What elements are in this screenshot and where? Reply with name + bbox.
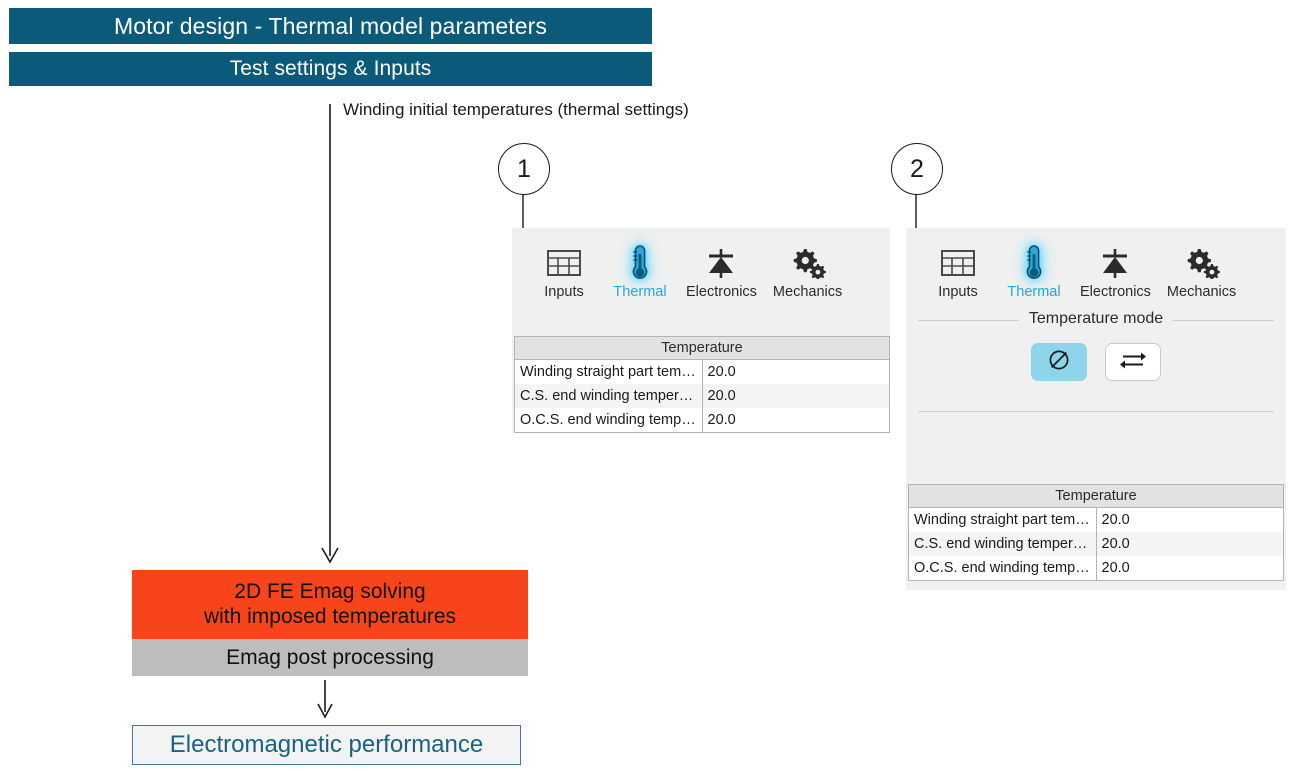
tab-thermal-label: Thermal (1007, 284, 1061, 300)
row-value[interactable]: 20.0 (701, 384, 890, 408)
flow-box-solving-line2: with imposed temperatures (203, 604, 457, 628)
flow-box-solving-line1: 2D FE Emag solving (234, 579, 426, 603)
row-label: O.C.S. end winding temperature (°C) (514, 408, 703, 433)
tab-electronics[interactable]: Electronics (1072, 240, 1159, 306)
table-header-row: Temperature (514, 336, 890, 360)
row-label: C.S. end winding temperature (°C) (514, 384, 703, 408)
row-label: Winding straight part temperature (… (908, 507, 1097, 532)
tab-mechanics[interactable]: Mechanics (1159, 240, 1244, 306)
tab-strip-2: Inputs Thermal (906, 228, 1286, 306)
flow-box-result: Electromagnetic performance (132, 725, 521, 765)
flow-annotation-label: Winding initial temperatures (thermal se… (343, 100, 689, 119)
tab-thermal-label: Thermal (613, 284, 667, 300)
callout-marker-2: 2 (891, 143, 943, 195)
tab-inputs[interactable]: Inputs (526, 240, 602, 306)
flow-box-solving: 2D FE Emag solving with imposed temperat… (132, 570, 528, 639)
table-row[interactable]: O.C.S. end winding temperature (°C) 20.0 (514, 408, 890, 433)
variable-temperature-mode-button[interactable] (1105, 343, 1161, 381)
temperature-mode-legend: Temperature mode (1018, 310, 1174, 328)
bidirectional-arrows-icon (1119, 348, 1147, 377)
diode-icon (704, 244, 738, 282)
thermometer-icon (630, 244, 650, 282)
table-row[interactable]: Winding straight part temperature (… 20.… (908, 507, 1284, 532)
uniform-temperature-mode-button[interactable] (1031, 343, 1087, 381)
tab-mechanics[interactable]: Mechanics (765, 240, 850, 306)
row-label: C.S. end winding temperature (°C) (908, 532, 1097, 556)
page-title: Motor design - Thermal model parameters (9, 8, 652, 44)
tab-inputs[interactable]: Inputs (920, 240, 996, 306)
tab-mechanics-label: Mechanics (772, 284, 843, 300)
subtitle-banner: Test settings & Inputs (9, 52, 652, 86)
table-grid-icon (547, 244, 581, 282)
table-row[interactable]: C.S. end winding temperature (°C) 20.0 (514, 384, 890, 408)
row-value[interactable]: 20.0 (701, 408, 890, 433)
row-label: O.C.S. end winding temperature (°C) (908, 556, 1097, 581)
row-value[interactable]: 20.0 (701, 359, 890, 384)
tab-thermal[interactable]: Thermal (996, 240, 1072, 306)
thermometer-icon (1024, 244, 1044, 282)
temperature-mode-button-row (918, 343, 1274, 381)
tab-mechanics-label: Mechanics (1166, 284, 1237, 300)
diode-icon (1098, 244, 1132, 282)
tab-inputs-label: Inputs (938, 284, 978, 300)
row-label: Winding straight part temperature (… (514, 359, 703, 384)
row-value[interactable]: 20.0 (1095, 507, 1284, 532)
temperature-table-header: Temperature (908, 484, 1284, 508)
table-row[interactable]: Winding straight part temperature (… 20.… (514, 359, 890, 384)
temperature-table-2: Temperature Winding straight part temper… (908, 484, 1284, 581)
row-value[interactable]: 20.0 (1095, 556, 1284, 581)
gears-icon (1184, 244, 1220, 282)
callout-marker-1: 1 (498, 143, 550, 195)
temperature-mode-group: Temperature mode (918, 310, 1274, 412)
flow-box-post-processing: Emag post processing (132, 639, 528, 676)
temperature-table-header: Temperature (514, 336, 890, 360)
table-header-row: Temperature (908, 484, 1284, 508)
table-grid-icon (941, 244, 975, 282)
tab-electronics[interactable]: Electronics (678, 240, 765, 306)
table-row[interactable]: O.C.S. end winding temperature (°C) 20.0 (908, 556, 1284, 581)
row-value[interactable]: 20.0 (1095, 532, 1284, 556)
tab-electronics-label: Electronics (686, 284, 757, 300)
gears-icon (790, 244, 826, 282)
temperature-table-1: Temperature Winding straight part temper… (514, 336, 890, 433)
table-row[interactable]: C.S. end winding temperature (°C) 20.0 (908, 532, 1284, 556)
tab-thermal[interactable]: Thermal (602, 240, 678, 306)
tab-strip-1: Inputs Thermal (512, 228, 890, 306)
diameter-slash-icon (1046, 347, 1072, 378)
tab-electronics-label: Electronics (1080, 284, 1151, 300)
tab-inputs-label: Inputs (544, 284, 584, 300)
